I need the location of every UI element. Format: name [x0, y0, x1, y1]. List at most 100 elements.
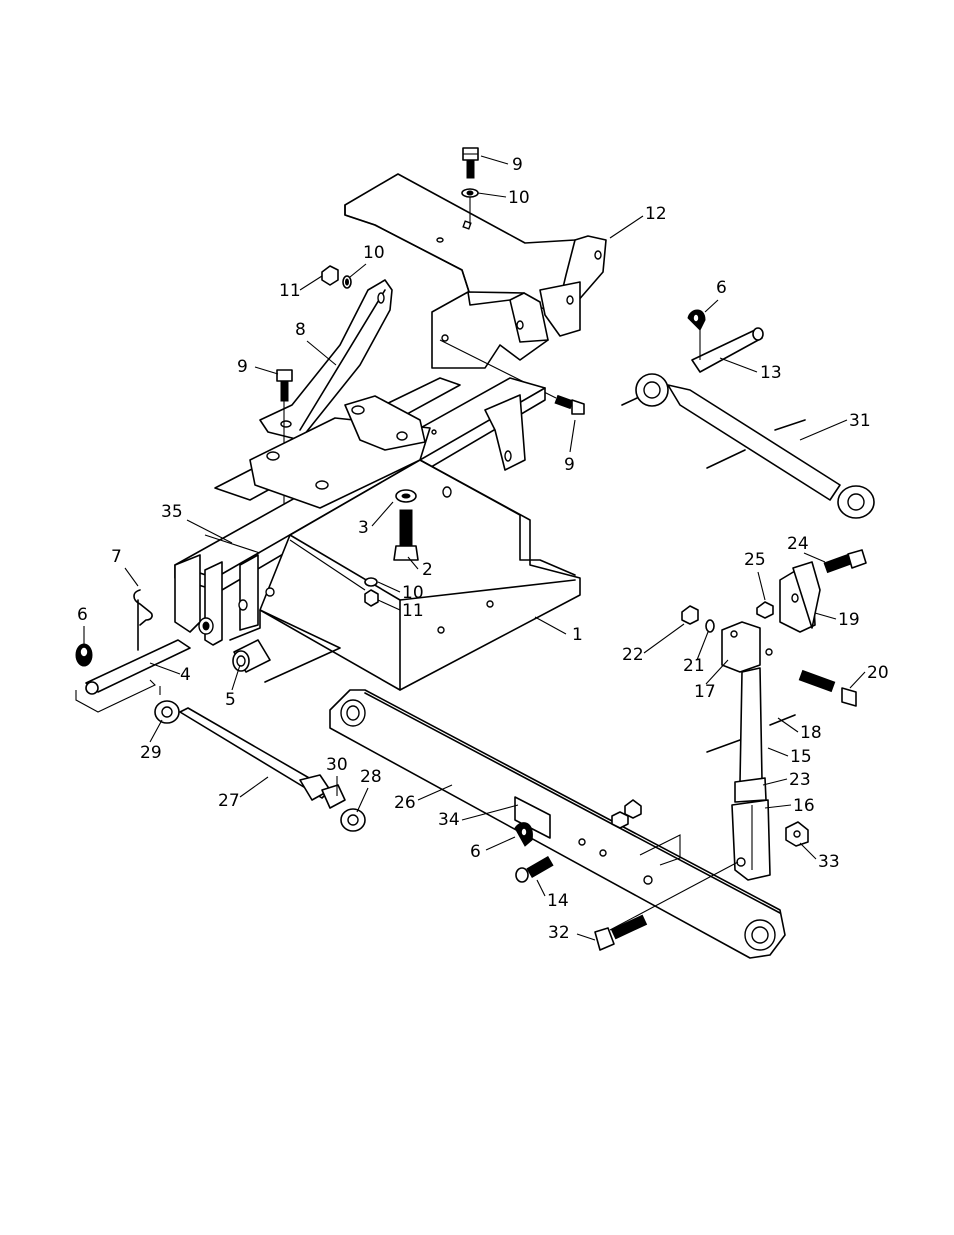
part-13-pin: [687, 309, 764, 373]
callout-c6b: 6: [716, 278, 727, 298]
leader-line-c5: [231, 664, 241, 691]
leader-line-c10b: [349, 263, 367, 278]
leader-line-c9b: [254, 366, 279, 375]
callout-c34: 34: [438, 810, 460, 830]
part-12-upper-bracket: [344, 173, 607, 369]
callout-c31: 31: [849, 411, 871, 431]
leader-line-c17: [705, 659, 729, 685]
callout-c22: 22: [622, 645, 644, 665]
callout-c9c: 9: [564, 455, 575, 475]
callout-c23: 23: [789, 770, 811, 790]
callout-c24: 24: [787, 534, 809, 554]
callout-c25: 25: [744, 550, 766, 570]
part-19-bracket: [756, 549, 867, 633]
callout-c35: 35: [161, 502, 183, 522]
callout-c15: 15: [790, 747, 812, 767]
leader-line-c7: [124, 567, 139, 587]
leader-line-c6b: [704, 299, 719, 313]
callout-c5: 5: [225, 690, 236, 710]
leader-line-c8: [306, 340, 337, 366]
leader-line-c12: [609, 215, 644, 239]
leader-line-c11b: [377, 599, 401, 611]
leader-line-c32: [576, 933, 596, 941]
part-4-pin: [75, 639, 191, 713]
callout-c28: 28: [360, 767, 382, 787]
callout-c2: 2: [422, 560, 433, 580]
callout-c27: 27: [218, 791, 240, 811]
callout-c9b: 9: [237, 357, 248, 377]
callout-c10b: 10: [363, 243, 385, 263]
callout-c11b: 11: [402, 601, 424, 621]
part-33-nut: [611, 799, 809, 847]
callout-c26: 26: [394, 793, 416, 813]
callout-c14: 14: [547, 891, 569, 911]
callout-c19: 19: [838, 610, 860, 630]
leader-line-c4: [149, 662, 181, 675]
part-6-lynch-pin-left: [75, 643, 93, 667]
leader-line-c15: [767, 747, 789, 757]
leader-line-c16: [764, 804, 792, 809]
callout-labels: 1234566678999101010111112131415161718192…: [77, 155, 889, 943]
callout-c12: 12: [645, 204, 667, 224]
part-20-bolt: [681, 605, 857, 707]
leader-line-c2: [407, 556, 419, 570]
leader-line-c28: [356, 787, 369, 813]
leader-line-c24: [803, 552, 826, 563]
callout-c9a: 9: [512, 155, 523, 175]
leader-line-c3: [371, 501, 394, 527]
leader-line-c10c: [377, 581, 401, 593]
callout-c33: 33: [818, 852, 840, 872]
leader-line-c18: [777, 717, 799, 733]
callout-c3: 3: [358, 518, 369, 538]
callout-c6c: 6: [470, 842, 481, 862]
callout-c8: 8: [295, 320, 306, 340]
callout-c11a: 11: [279, 281, 301, 301]
part-32-bolt: [594, 914, 648, 951]
leader-line-c34: [461, 804, 519, 821]
callout-c10a: 10: [508, 188, 530, 208]
part-26-lift-arm: [329, 689, 786, 959]
callout-c10c: 10: [402, 583, 424, 603]
callout-c20: 20: [867, 663, 889, 683]
part-5-bushing: [232, 639, 271, 673]
callout-c30: 30: [326, 755, 348, 775]
part-9-bolt-top: [461, 147, 479, 225]
leader-line-c14: [536, 879, 546, 897]
callout-c6a: 6: [77, 605, 88, 625]
part-2-bolt-center: [393, 489, 419, 561]
leader-line-c9a: [480, 155, 509, 165]
leader-line-c35: [186, 519, 233, 544]
leader-line-c33: [799, 842, 817, 860]
part-15-vertical-link: [609, 621, 796, 931]
leader-line-c29: [149, 719, 163, 743]
leader-line-c11a: [299, 275, 323, 291]
left-side-plates: [174, 554, 341, 683]
leader-line-c25: [757, 571, 766, 601]
leader-line-c22: [643, 623, 685, 654]
callout-c21: 21: [683, 656, 705, 676]
part-10-11-lower: [289, 539, 379, 607]
leader-line-c9c: [569, 419, 576, 453]
callout-c17: 17: [694, 682, 716, 702]
part-14-pin-center: [514, 822, 554, 883]
part-7-hair-clip: [133, 589, 153, 651]
callout-c1: 1: [572, 625, 583, 645]
callout-c18: 18: [800, 723, 822, 743]
leader-line-c23: [762, 778, 788, 786]
part-11-nut-top: [321, 265, 352, 289]
leader-line-c13: [719, 357, 758, 373]
part-31-top-link: [621, 373, 875, 519]
part-27-turnbuckle: [154, 686, 366, 832]
callout-c4: 4: [180, 665, 191, 685]
callout-c32: 32: [548, 923, 570, 943]
callout-c29: 29: [140, 743, 162, 763]
part-1-subframe: [259, 394, 581, 691]
leader-line-c20: [849, 671, 866, 689]
callout-c16: 16: [793, 796, 815, 816]
leader-line-c21: [696, 631, 709, 661]
leader-line-c31: [799, 419, 848, 441]
callout-c7: 7: [111, 547, 122, 567]
leader-line-c1: [534, 616, 567, 635]
leader-line-c10a: [477, 192, 507, 198]
